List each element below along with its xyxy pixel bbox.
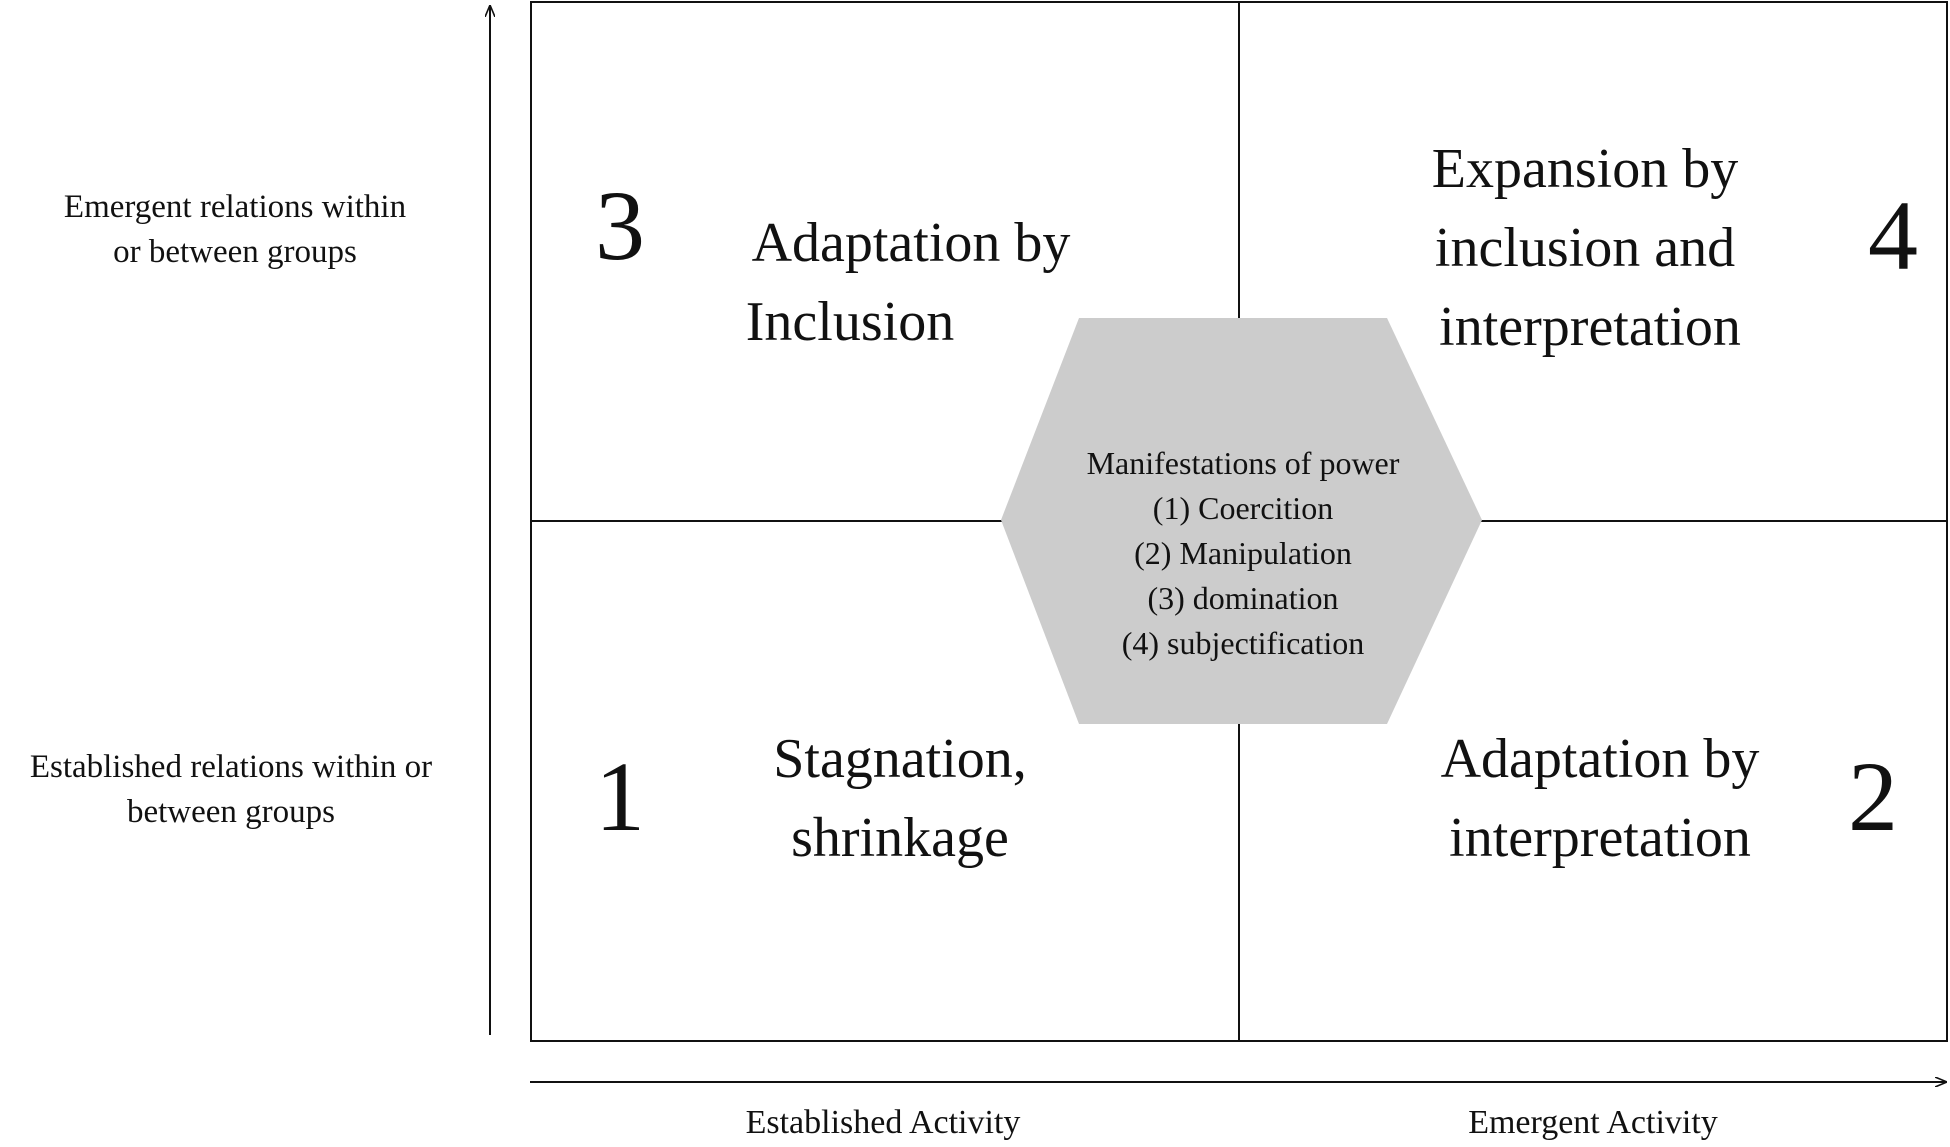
quadrant-2-title-line: interpretation	[1449, 806, 1751, 869]
quadrant-3-number: 3	[595, 170, 645, 281]
power-hexagon-title: Manifestations of power	[1086, 445, 1400, 481]
y-axis-top-label: Emergent relations within or between gro…	[0, 185, 470, 275]
quadrant-4-number: 4	[1868, 180, 1918, 291]
x-axis-right-label: Emergent Activity	[1468, 1104, 1718, 1141]
y-axis-top-label-line: Emergent relations within	[63, 189, 407, 225]
quadrant-4-title-line: Expansion by	[1431, 138, 1739, 200]
power-hexagon-item: (2) Manipulation	[1134, 535, 1352, 572]
quadrant-4-title-line: inclusion and	[1434, 216, 1736, 279]
y-axis-bottom-label: Established relations within or between …	[0, 745, 462, 835]
y-axis-bottom-label-line: between groups	[126, 793, 336, 830]
quadrant-1-title-line: Stagnation,	[773, 728, 1027, 790]
quadrant-1-title-line: shrinkage	[791, 806, 1009, 869]
quadrant-2-title: Adaptation by interpretation	[1380, 720, 1820, 878]
quadrant-3-title-line: Inclusion	[745, 290, 955, 353]
quadrant-4-title: Expansion by inclusion and interpretatio…	[1370, 130, 1810, 367]
x-axis-left-label: Established Activity	[745, 1104, 1021, 1141]
power-hexagon-item: (4) subjectification	[1121, 625, 1365, 662]
quadrant-1-number: 1	[595, 741, 645, 852]
y-axis-bottom-label-line: Established relations within or	[29, 749, 433, 785]
quadrant-2-number: 2	[1848, 741, 1898, 852]
quadrant-4-title-line: interpretation	[1439, 295, 1741, 358]
power-hexagon-text: Manifestations of power (1) Coercition (…	[1043, 441, 1443, 667]
y-axis-top-label-line: or between groups	[113, 233, 357, 270]
quadrant-2-title-line: Adaptation by	[1440, 728, 1760, 790]
power-hexagon	[1001, 318, 1482, 724]
power-hexagon-item: (3) domination	[1147, 580, 1339, 617]
quadrant-1-title: Stagnation, shrinkage	[690, 720, 1110, 878]
quadrant-3-title-line: Adaptation by	[751, 212, 1071, 274]
quadrant-3-title: Adaptation by Inclusion	[690, 204, 1110, 362]
power-hexagon-item: (1) Coercition	[1152, 490, 1334, 527]
